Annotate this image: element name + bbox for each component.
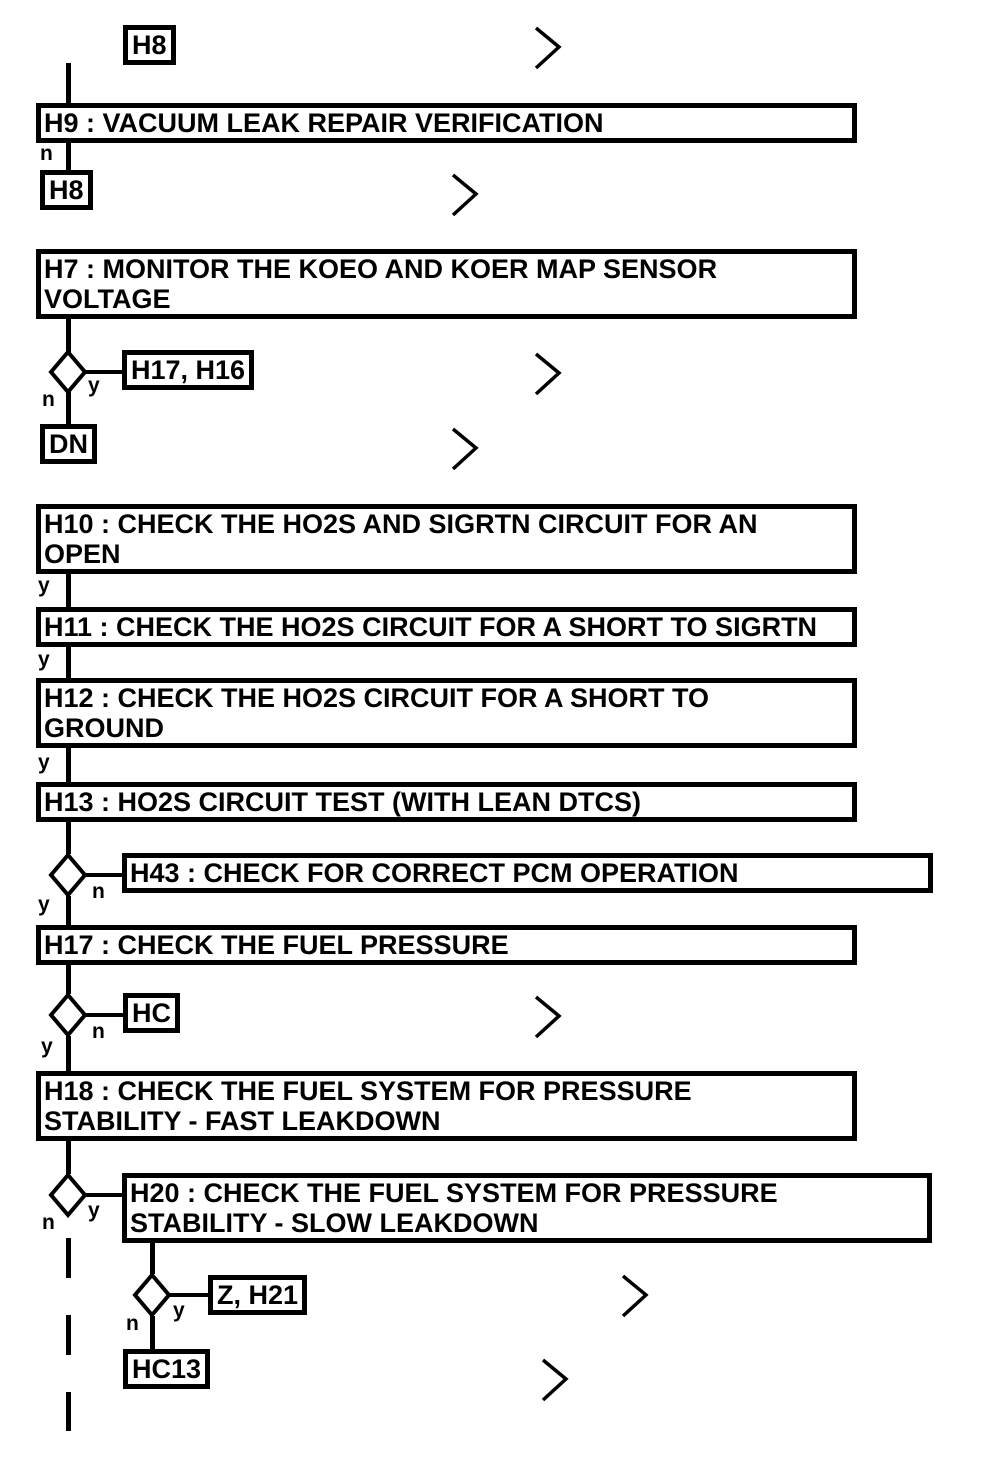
- branch-label-no: n: [126, 1312, 139, 1335]
- connector-line: [66, 318, 71, 352]
- connector-line: [66, 392, 71, 426]
- process-box-h43: H43 : CHECK FOR CORRECT PCM OPERATION: [122, 853, 933, 893]
- ref-label: H8: [49, 175, 84, 205]
- connector-line: [86, 370, 124, 374]
- process-label: H9 : VACUUM LEAK REPAIR VERIFICATION: [44, 108, 604, 138]
- ref-box-hc13: HC13: [123, 1349, 211, 1389]
- connector-line: [150, 1316, 155, 1350]
- branch-label-yes: y: [88, 374, 100, 397]
- branch-label-yes: y: [38, 893, 50, 916]
- branch-label-no: n: [42, 388, 55, 411]
- process-box-h9: H9 : VACUUM LEAK REPAIR VERIFICATION: [36, 103, 857, 143]
- branch-label-yes: y: [41, 1035, 53, 1058]
- ref-label: HC: [132, 998, 171, 1028]
- branch-label-yes: y: [38, 751, 50, 774]
- branch-label-no: n: [42, 1211, 55, 1234]
- connector-line: [66, 819, 71, 854]
- ref-label: HC13: [132, 1354, 202, 1384]
- connector-line: [66, 140, 71, 172]
- process-label: H10 : CHECK THE HO2S AND SIGRTN CIRCUIT …: [44, 509, 758, 539]
- process-box-h13: H13 : HO2S CIRCUIT TEST (WITH LEAN DTCS): [36, 782, 857, 822]
- branch-label-no: n: [40, 142, 53, 165]
- connector-line: [66, 1036, 71, 1073]
- branch-label-yes: y: [173, 1299, 185, 1322]
- chevron-right-icon: [533, 995, 563, 1039]
- process-box-h7: H7 : MONITOR THE KOEO AND KOER MAP SENSO…: [36, 249, 857, 319]
- process-label: VOLTAGE: [44, 284, 171, 314]
- process-label: H12 : CHECK THE HO2S CIRCUIT FOR A SHORT…: [44, 683, 710, 713]
- process-box-h11: H11 : CHECK THE HO2S CIRCUIT FOR A SHORT…: [36, 607, 857, 647]
- process-label: GROUND: [44, 713, 164, 743]
- ref-label: H8: [132, 30, 167, 60]
- process-box-h10: H10 : CHECK THE HO2S AND SIGRTN CIRCUIT …: [36, 504, 857, 574]
- branch-label-yes: y: [88, 1199, 100, 1222]
- ref-box-h8: H8: [40, 170, 93, 210]
- connector-line: [170, 1293, 210, 1297]
- chevron-right-icon: [620, 1274, 650, 1318]
- process-label: STABILITY - FAST LEAKDOWN: [44, 1106, 441, 1136]
- chevron-right-icon: [533, 26, 563, 70]
- connector-line: [150, 1240, 155, 1274]
- process-box-h12: H12 : CHECK THE HO2S CIRCUIT FOR A SHORT…: [36, 678, 857, 748]
- chevron-right-icon: [533, 352, 563, 396]
- branch-label-yes: y: [38, 574, 50, 597]
- connector-line: [86, 1193, 124, 1197]
- decision-diamond: [48, 1171, 88, 1219]
- dashed-connector-line: [66, 1238, 71, 1431]
- process-label: OPEN: [44, 539, 121, 569]
- connector-line: [66, 961, 71, 994]
- process-label: STABILITY - SLOW LEAKDOWN: [130, 1208, 539, 1238]
- branch-label-yes: y: [38, 648, 50, 671]
- ref-box-z-h21: Z, H21: [208, 1275, 308, 1315]
- branch-label-no: n: [92, 880, 105, 903]
- ref-box-hc: HC: [123, 993, 180, 1033]
- process-label: H17 : CHECK THE FUEL PRESSURE: [44, 930, 509, 960]
- chevron-right-icon: [450, 173, 480, 217]
- process-label: H18 : CHECK THE FUEL SYSTEM FOR PRESSURE: [44, 1076, 692, 1106]
- process-label: H43 : CHECK FOR CORRECT PCM OPERATION: [130, 858, 739, 888]
- connector-line: [66, 746, 71, 784]
- ref-label: H17, H16: [131, 355, 246, 385]
- ref-box-h8-top: H8: [123, 25, 176, 65]
- process-box-h20: H20 : CHECK THE FUEL SYSTEM FOR PRESSURE…: [122, 1173, 932, 1243]
- process-box-h18: H18 : CHECK THE FUEL SYSTEM FOR PRESSURE…: [36, 1071, 857, 1141]
- connector-line: [66, 643, 71, 680]
- chevron-right-icon: [540, 1358, 570, 1402]
- ref-box-h17-h16: H17, H16: [122, 350, 255, 390]
- connector-line: [66, 63, 71, 104]
- connector-line: [66, 896, 71, 927]
- process-label: H11 : CHECK THE HO2S CIRCUIT FOR A SHORT…: [44, 612, 818, 642]
- connector-line: [66, 569, 71, 609]
- decision-diamond: [132, 1271, 172, 1319]
- ref-box-dn: DN: [40, 424, 97, 464]
- ref-label: Z, H21: [217, 1280, 299, 1310]
- chevron-right-icon: [450, 427, 480, 471]
- process-label: H13 : HO2S CIRCUIT TEST (WITH LEAN DTCS): [44, 787, 642, 817]
- branch-label-no: n: [92, 1020, 105, 1043]
- decision-diamond: [48, 851, 88, 899]
- process-label: H7 : MONITOR THE KOEO AND KOER MAP SENSO…: [44, 254, 718, 284]
- connector-line: [86, 1013, 125, 1017]
- connector-line: [66, 1140, 71, 1174]
- process-box-h17: H17 : CHECK THE FUEL PRESSURE: [36, 925, 857, 965]
- process-label: H20 : CHECK THE FUEL SYSTEM FOR PRESSURE: [130, 1178, 778, 1208]
- connector-line: [86, 873, 124, 877]
- ref-label: DN: [49, 429, 88, 459]
- decision-diamond: [48, 991, 88, 1039]
